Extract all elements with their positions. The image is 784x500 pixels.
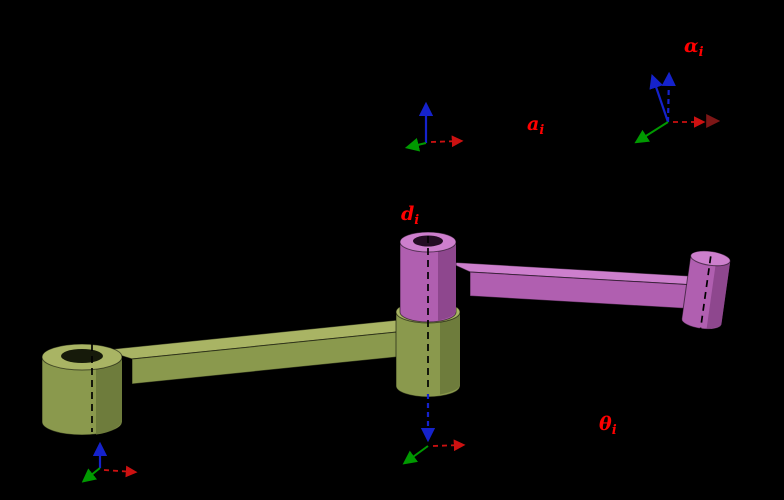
link2-end-cylinder-shade bbox=[706, 259, 731, 329]
frame-top-right bbox=[634, 71, 721, 144]
link2-joint-cylinder-shade bbox=[438, 242, 456, 321]
y-axis-arrow bbox=[634, 121, 669, 144]
label-alpha-i: αi bbox=[684, 35, 704, 60]
link1-base-cylinder bbox=[41, 343, 123, 436]
link1-base-cylinder-shade bbox=[96, 357, 122, 435]
x-axis-arrow bbox=[103, 465, 138, 478]
z-axis-arrow-tilted bbox=[649, 73, 670, 123]
y-axis-arrow bbox=[81, 467, 101, 483]
x-axis-arrow bbox=[430, 135, 464, 148]
link2-joint-cylinder bbox=[399, 231, 457, 323]
dh-parameter-labels: αi ai di θi bbox=[401, 35, 704, 438]
frame-bottom-left bbox=[81, 441, 138, 483]
joint-axis-lines bbox=[91, 236, 429, 432]
label-a-i: ai bbox=[527, 113, 544, 138]
y-axis-arrow bbox=[402, 445, 429, 465]
z-axis-arrow-dashed bbox=[661, 71, 676, 123]
link2-end-cylinder bbox=[681, 244, 731, 338]
frame-bottom-center bbox=[402, 394, 466, 465]
link-i bbox=[399, 231, 731, 338]
joint-axis-end-cylinder bbox=[698, 244, 714, 338]
label-d-i: di bbox=[401, 203, 419, 228]
link1-joint-cylinder-shade bbox=[440, 312, 460, 395]
x-axis-arrow bbox=[432, 439, 466, 452]
link-i-minus-1 bbox=[41, 300, 461, 436]
label-theta-i: θi bbox=[599, 413, 617, 438]
link1-base-cylinder-hole bbox=[61, 349, 103, 363]
y-axis-arrow bbox=[404, 137, 427, 152]
frame-top-center bbox=[404, 101, 464, 152]
